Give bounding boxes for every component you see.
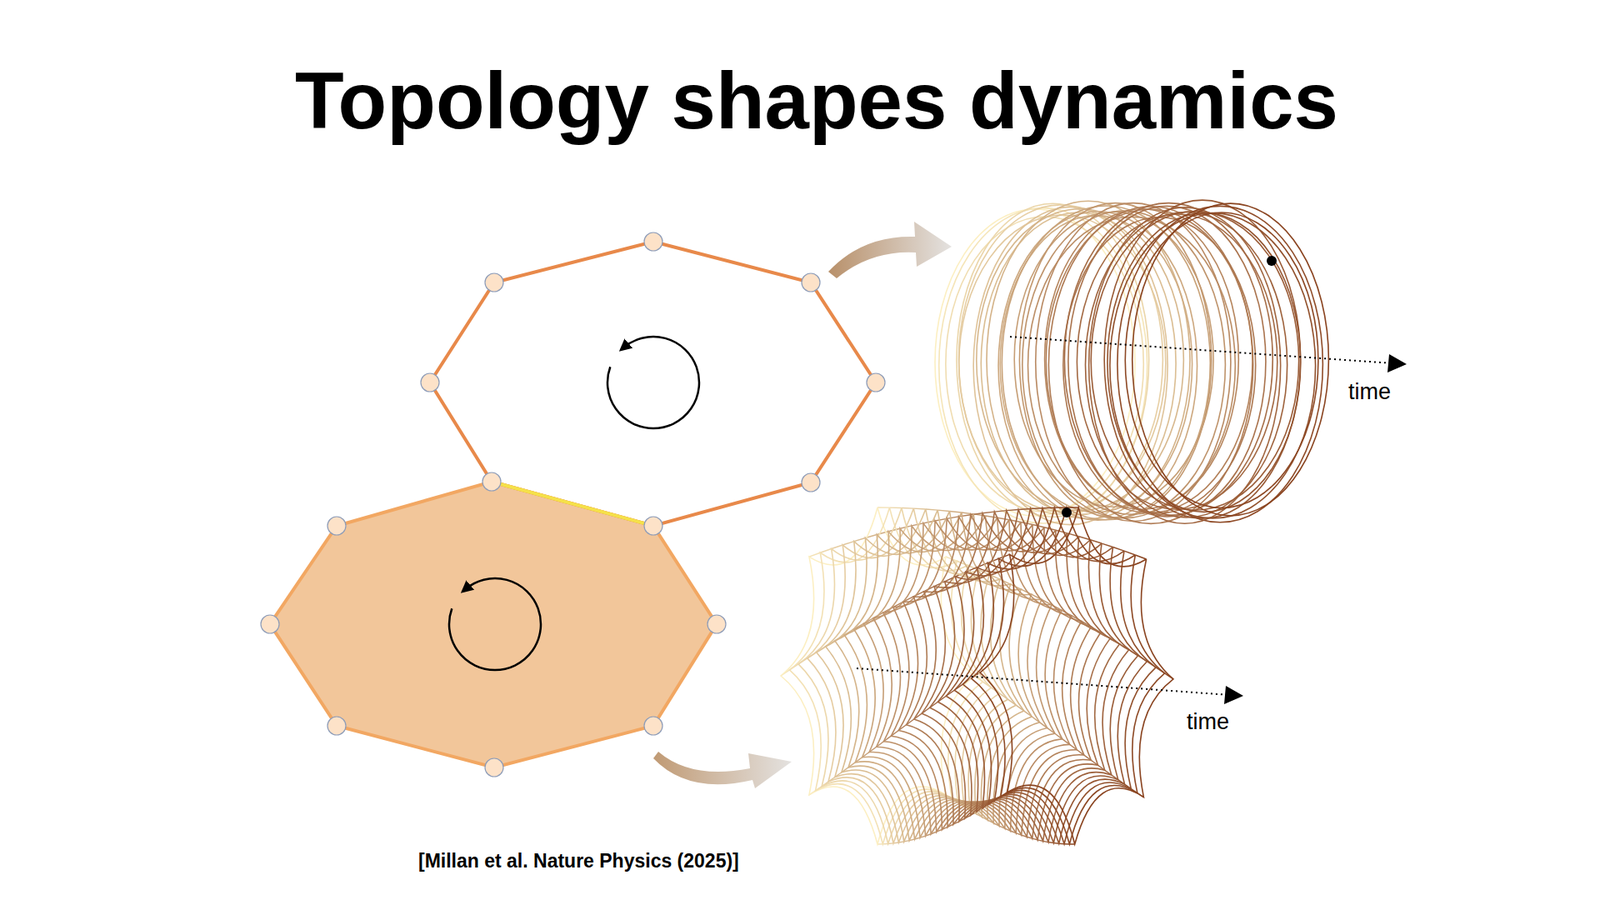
orbit-ring: [1090, 211, 1299, 511]
orbit-ring: [1132, 203, 1330, 516]
state-dot: [1266, 255, 1277, 266]
web-section: [980, 507, 1174, 845]
web-thread: [809, 552, 820, 557]
orbit-ring: [976, 209, 1185, 511]
web-thread: [1030, 507, 1043, 510]
web-section: [971, 507, 1165, 845]
web-section: [906, 515, 1092, 838]
empty-octagon: [430, 241, 876, 526]
orbit-ring: [1001, 205, 1210, 520]
state-dot: [1061, 507, 1072, 518]
web-thread: [877, 506, 890, 509]
rotation-arrow: [449, 578, 541, 670]
orbit-ring: [1125, 212, 1319, 508]
web-thread: [925, 509, 938, 510]
ring-cylinder: [935, 200, 1329, 525]
orbit-ring: [1068, 205, 1266, 517]
web-thread: [937, 510, 950, 511]
orbit-ring: [1022, 210, 1226, 519]
web-thread: [1135, 555, 1146, 560]
orbit-ring: [1117, 205, 1323, 522]
orbit-ring: [1064, 203, 1273, 516]
web-section: [962, 507, 1156, 844]
web-thread: [1101, 543, 1114, 547]
web-thread: [946, 516, 959, 519]
axis-arrowhead: [1387, 354, 1407, 373]
web-section: [816, 509, 1009, 843]
rotation-arrow: [607, 336, 700, 429]
web-thread: [820, 549, 831, 554]
web-thread: [970, 513, 983, 515]
time-axis: [856, 668, 1230, 695]
web-thread: [854, 537, 866, 541]
web-thread: [1113, 547, 1125, 552]
vertex-dots: [260, 232, 885, 777]
web-thread: [997, 517, 1010, 520]
web-thread: [982, 511, 995, 514]
web-section: [789, 507, 983, 845]
axis-label: time: [1348, 379, 1391, 405]
orbit-ring: [1085, 212, 1287, 518]
web-thread: [994, 510, 1006, 512]
web-thread: [985, 515, 997, 518]
citation-caption: [Millan et al. Nature Physics (2025)]: [418, 850, 740, 872]
web-thread: [1042, 507, 1055, 510]
web-thread: [956, 560, 968, 565]
title: Topology shapes dynamics: [295, 55, 1339, 147]
time-axis: [1010, 336, 1394, 364]
web-thread: [1018, 508, 1030, 510]
pointer-arrow: [828, 221, 952, 279]
filled-octagon: [270, 481, 717, 768]
web-thread: [842, 541, 855, 545]
axis-arrowhead: [1224, 685, 1244, 705]
web-thread: [1124, 550, 1135, 555]
web-thread: [901, 507, 914, 510]
web-thread: [831, 545, 844, 550]
orbit-ring: [1104, 200, 1300, 519]
web-section: [854, 514, 1040, 838]
web-thread: [913, 507, 925, 510]
pointer-arrow: [653, 751, 792, 789]
web-thread: [1006, 509, 1019, 510]
web-thread: [961, 512, 974, 515]
web-thread: [889, 506, 901, 509]
axis-label: time: [1186, 709, 1230, 735]
web-thread: [950, 510, 962, 513]
web-cylinder: [780, 507, 1174, 845]
shared-edge: [491, 481, 654, 526]
